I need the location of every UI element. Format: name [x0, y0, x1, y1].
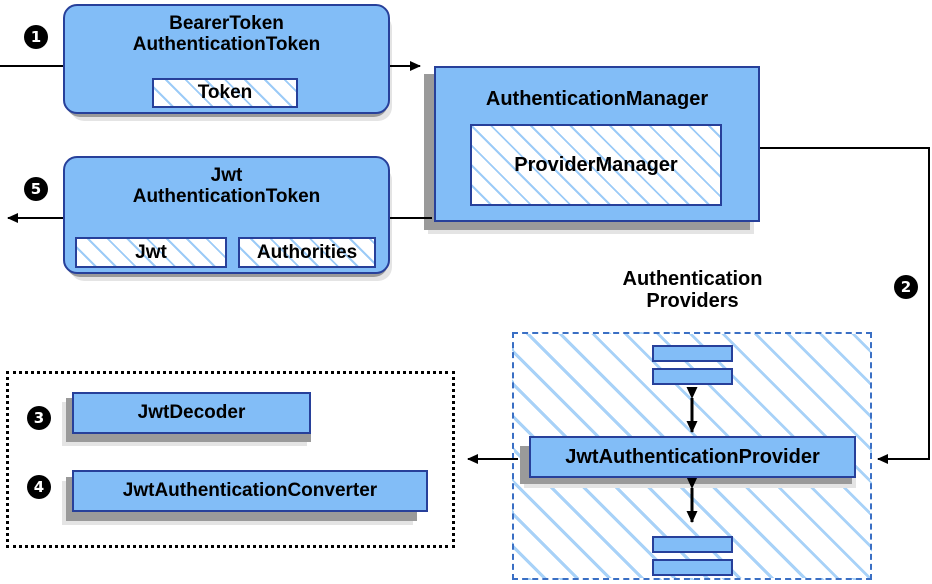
authentication-providers-caption: Authentication Providers — [600, 268, 785, 313]
provider-bar-bottom-2 — [652, 559, 733, 576]
step-badge-2: 2 — [894, 275, 918, 299]
provider-bar-bottom-1 — [652, 536, 733, 553]
jwt-token-title-line1: Jwt — [210, 165, 243, 186]
authentication-providers-caption-line1: Authentication — [622, 268, 763, 290]
step-badge-3: 3 — [27, 406, 51, 430]
jwt-authentication-provider-label: JwtAuthenticationProvider — [565, 446, 820, 468]
compartment-provider-manager: ProviderManager — [470, 124, 722, 206]
bearer-token-title-line2: AuthenticationToken — [132, 33, 321, 55]
node-jwt-authentication-provider[interactable]: JwtAuthenticationProvider — [529, 436, 856, 478]
compartment-jwt: Jwt — [75, 237, 227, 268]
step-badge-5: 5 — [24, 177, 48, 201]
jwt-support-components-zone — [6, 371, 455, 548]
node-jwt-authentication-converter[interactable]: JwtAuthenticationConverter — [72, 470, 428, 512]
step-badge-4: 4 — [27, 475, 51, 499]
provider-bar-top-2 — [652, 368, 733, 385]
compartment-token: Token — [152, 78, 298, 108]
jwt-token-title-line2: AuthenticationToken — [132, 185, 321, 207]
provider-bar-top-1 — [652, 345, 733, 362]
jwt-decoder-label: JwtDecoder — [137, 401, 246, 423]
node-jwt-decoder[interactable]: JwtDecoder — [72, 392, 311, 434]
bearer-token-title-line1: BearerToken — [169, 13, 284, 34]
jwt-authentication-converter-label: JwtAuthenticationConverter — [122, 479, 378, 501]
compartment-authorities: Authorities — [238, 237, 376, 268]
authentication-manager-title: AuthenticationManager — [485, 88, 709, 110]
authentication-providers-caption-line2: Providers — [646, 290, 739, 313]
step-badge-1: 1 — [24, 25, 48, 49]
node-bearer-token-authentication-token[interactable]: BearerToken AuthenticationToken — [63, 4, 390, 114]
